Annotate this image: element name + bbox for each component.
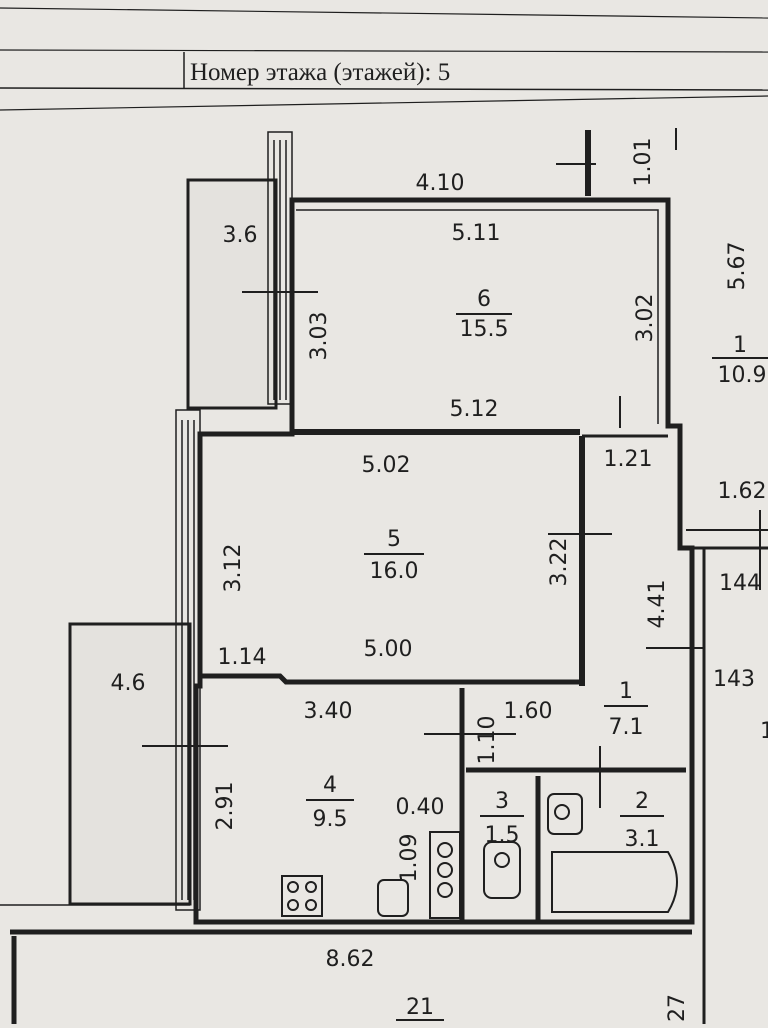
ventilation-shaft: [430, 832, 460, 918]
room-area: 7.1: [609, 715, 644, 740]
room-area: 3.1: [625, 827, 660, 852]
dim-room5-top: 5.02: [362, 453, 411, 478]
room-number: 2: [635, 789, 649, 814]
dim-room6-top: 5.11: [452, 221, 501, 246]
dim-room5-left: 3.12: [221, 544, 246, 593]
dim-kitchen-left: 2.91: [213, 782, 238, 831]
room-label-3: 3 1.5: [480, 789, 524, 848]
dim-room6-right: 3.02: [633, 294, 658, 343]
dim-room6-bottom: 5.12: [450, 397, 499, 422]
dim-neighbor-144: 144: [719, 571, 761, 596]
dim-neighbor-27: 27: [665, 994, 690, 1022]
balcony-bottom: [70, 624, 190, 904]
room-label-6: 6 15.5: [456, 287, 512, 342]
room-number: 21: [406, 995, 434, 1020]
dim-top-width: 4.10: [416, 171, 465, 196]
room-number: 4: [323, 773, 337, 798]
bathtub: [552, 852, 677, 912]
dim-kitchen-top: 3.40: [304, 699, 353, 724]
dim-balcony-top-side: 3.03: [307, 312, 332, 361]
sink: [548, 794, 582, 834]
dim-balcony-top: 3.6: [223, 223, 258, 248]
dim-corner-1-01: 1.01: [631, 138, 656, 187]
room-label-4: 4 9.5: [306, 773, 354, 832]
room-area: 16.0: [370, 559, 419, 584]
room-label-21: 21: [396, 995, 444, 1020]
room-number: 3: [495, 789, 509, 814]
room-label-1: 1 7.1: [604, 679, 648, 740]
dim-kitchen-small: 1.10: [475, 716, 500, 765]
toilet: [484, 842, 520, 898]
dim-hall-side: 4.41: [645, 580, 670, 629]
balcony-top: [188, 180, 276, 408]
room-area: 1.5: [485, 823, 520, 848]
dim-kitchen-1-09: 1.09: [397, 834, 422, 883]
dim-room5-bottom: 5.00: [364, 637, 413, 662]
room-number: 6: [477, 287, 491, 312]
dim-balcony-bottom: 4.6: [111, 671, 146, 696]
dim-neighbor-5-67: 5.67: [725, 242, 750, 291]
room-number: 5: [387, 527, 401, 552]
room-number: 1: [733, 333, 747, 358]
room-number: 1: [619, 679, 633, 704]
dim-neighbor-143: 143: [713, 667, 755, 692]
stove-icon: [282, 876, 322, 916]
room-area: 9.5: [313, 807, 348, 832]
dim-corridor-top: 1.21: [604, 447, 653, 472]
dim-kitchen-notch: 1.60: [504, 699, 553, 724]
dim-neighbor-1-62: 1.62: [718, 479, 767, 504]
kitchen-sink-icon: [378, 880, 408, 916]
room-label-5: 5 16.0: [364, 527, 424, 584]
dim-kitchen-0-40: 0.40: [396, 795, 445, 820]
dim-neighbor-14: 14: [760, 719, 768, 744]
room-label-neighbor-1: 1 10.9: [712, 333, 768, 388]
dim-room5-right: 3.22: [547, 538, 572, 587]
dim-room5-notch: 1.14: [218, 645, 267, 670]
room-label-2: 2 3.1: [620, 789, 664, 852]
floor-number-label: Номер этажа (этажей): 5: [190, 59, 450, 86]
dim-bottom-width: 8.62: [326, 947, 375, 972]
room-area: 15.5: [460, 317, 509, 342]
room-area: 10.9: [718, 363, 767, 388]
